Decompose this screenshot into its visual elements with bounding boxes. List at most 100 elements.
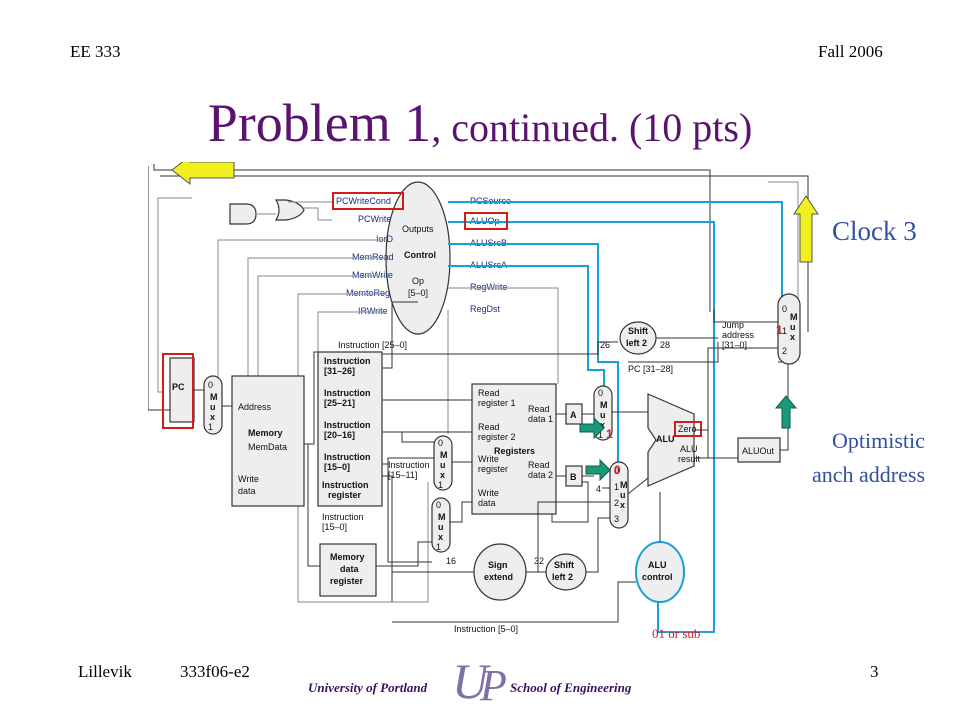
optimistic-note-line2: anch address [812, 462, 926, 487]
register-a-label: A [570, 410, 577, 420]
mux-alusrcb-u: u [620, 490, 626, 500]
wire-aluresult-pc [707, 347, 778, 458]
wire-shift-mux [586, 517, 610, 573]
regs-readreg2b: register 2 [478, 432, 516, 442]
wire-pcwrite [304, 207, 332, 221]
shift-bottom-label2: left 2 [552, 572, 573, 582]
wire-irwrite [317, 311, 386, 352]
mux-pcsource-in0: 0 [782, 304, 787, 314]
footer-page: 3 [870, 662, 879, 681]
control-outputs-label: Outputs [402, 224, 434, 234]
highlight-pcwritecond [332, 192, 404, 210]
ir-field2b: [25–21] [324, 398, 355, 408]
wire-alusrca [448, 265, 605, 386]
mux-alusrca-in1: 1 [598, 430, 603, 440]
wire-b-memwrite [551, 481, 589, 523]
mux-memtoreg-in0: 0 [436, 500, 441, 510]
wire-iord [217, 239, 386, 380]
wire-memdata-ir [304, 351, 318, 445]
regs-label: Registers [494, 446, 535, 456]
or-gate [274, 199, 305, 221]
mux-pcsource-m: M [790, 312, 798, 322]
slide-title: Problem 1, continued. (10 pts) [0, 92, 960, 154]
logo-letter-p: P [480, 661, 507, 710]
signal-memwrite: MemWrite [352, 270, 393, 280]
mux-alusrcb-m: M [620, 480, 628, 490]
regs-readreg1a: Read [478, 388, 500, 398]
wire-signext-mux [537, 501, 610, 572]
ir-field3a: Instruction [324, 420, 371, 430]
yellow-arrow-left [171, 162, 235, 186]
pcsource-value-mark: 1 [776, 323, 783, 337]
mux-alusrcb-x: x [620, 500, 625, 510]
signal-regwrite: RegWrite [470, 282, 507, 292]
instr-150-label: Instruction [322, 512, 364, 522]
ir-field1b: [31–26] [324, 366, 355, 376]
mux-pcsource [777, 293, 801, 365]
mux-pcsource-x: x [790, 332, 795, 342]
footer-code: 333f06-e2 [180, 662, 250, 681]
wire-pc3128 [628, 342, 719, 363]
mux-iord-u: u [210, 402, 216, 412]
memory-write-label: Write [238, 474, 259, 484]
ir-field3b: [20–16] [324, 430, 355, 440]
mux-alusrca-x: x [600, 420, 605, 430]
signal-pcwrite: PCWrite [358, 214, 391, 224]
mux-memtoreg-x: x [438, 532, 443, 542]
bits-16: 16 [446, 556, 456, 566]
mux-regdst-in1: 1 [438, 480, 443, 490]
bits-32: 32 [534, 556, 544, 566]
mux-regdst-in0: 0 [438, 438, 443, 448]
alusrca-value-mark: 1 [606, 427, 613, 441]
mux-iord-in1: 1 [208, 422, 213, 432]
alu-zero-label: Zero [678, 424, 697, 434]
wire-gate-pc [157, 197, 192, 393]
mux-memtoreg-m: M [438, 512, 446, 522]
mux-memtoreg-in1: 1 [436, 542, 441, 552]
control-signal-wires-right [447, 201, 783, 633]
instr-50-label: Instruction [5–0] [454, 624, 518, 634]
regs-writedata-a: Write [478, 488, 499, 498]
optimistic-note-line1: Optimistic [832, 428, 925, 453]
wire-aluop [448, 221, 715, 633]
wire-regwrite [448, 287, 559, 384]
wire-funct [382, 475, 393, 602]
mux-iord [203, 375, 223, 435]
highlight-aluop [464, 212, 508, 230]
memory-label: Memory [248, 428, 283, 438]
mux-alusrca-u: u [600, 410, 606, 420]
title-rest: , continued. (10 pts) [431, 105, 753, 150]
wire-rt-mux [401, 432, 434, 443]
bits-26: 26 [600, 340, 610, 350]
mux-memtoreg [431, 497, 451, 553]
wire-jump-mux [713, 310, 778, 323]
wire-alusrcb [448, 243, 619, 468]
mux-alusrca-m: M [600, 400, 608, 410]
jump-label1: Jump [722, 320, 744, 330]
signal-memtoreg: MemtoReg [346, 288, 390, 298]
green-arrow-branch [774, 395, 798, 429]
wire-pcsource [448, 201, 783, 312]
jump-label3: [31–0] [722, 340, 747, 350]
wire-mdr-mux [376, 541, 432, 567]
memory-address-label: Address [238, 402, 272, 412]
memory-block [231, 375, 305, 507]
regs-readdata2b: data 2 [528, 470, 553, 480]
regs-writedata-b: data [478, 498, 496, 508]
wire-top-outer [153, 164, 711, 312]
instruction-register [317, 351, 383, 507]
ir-field1a: Instruction [324, 356, 371, 366]
memory-writedata-label: data [238, 486, 256, 496]
signal-regdst: RegDst [470, 304, 501, 314]
pc-3128-label: PC [31–28] [628, 364, 673, 374]
ir-field4a: Instruction [324, 452, 371, 462]
footer-author: Lillevik [78, 662, 132, 681]
yellow-arrow-up [793, 195, 819, 263]
alu-control-label2: control [642, 572, 673, 582]
sign-extend-label1: Sign [488, 560, 508, 570]
logo-letter-u: U [452, 653, 489, 709]
shift-top-label2: left 2 [626, 338, 647, 348]
mux-regdst-m: M [440, 450, 448, 460]
regs-readdata1a: Read [528, 404, 550, 414]
course-label: EE 333 [70, 42, 121, 61]
